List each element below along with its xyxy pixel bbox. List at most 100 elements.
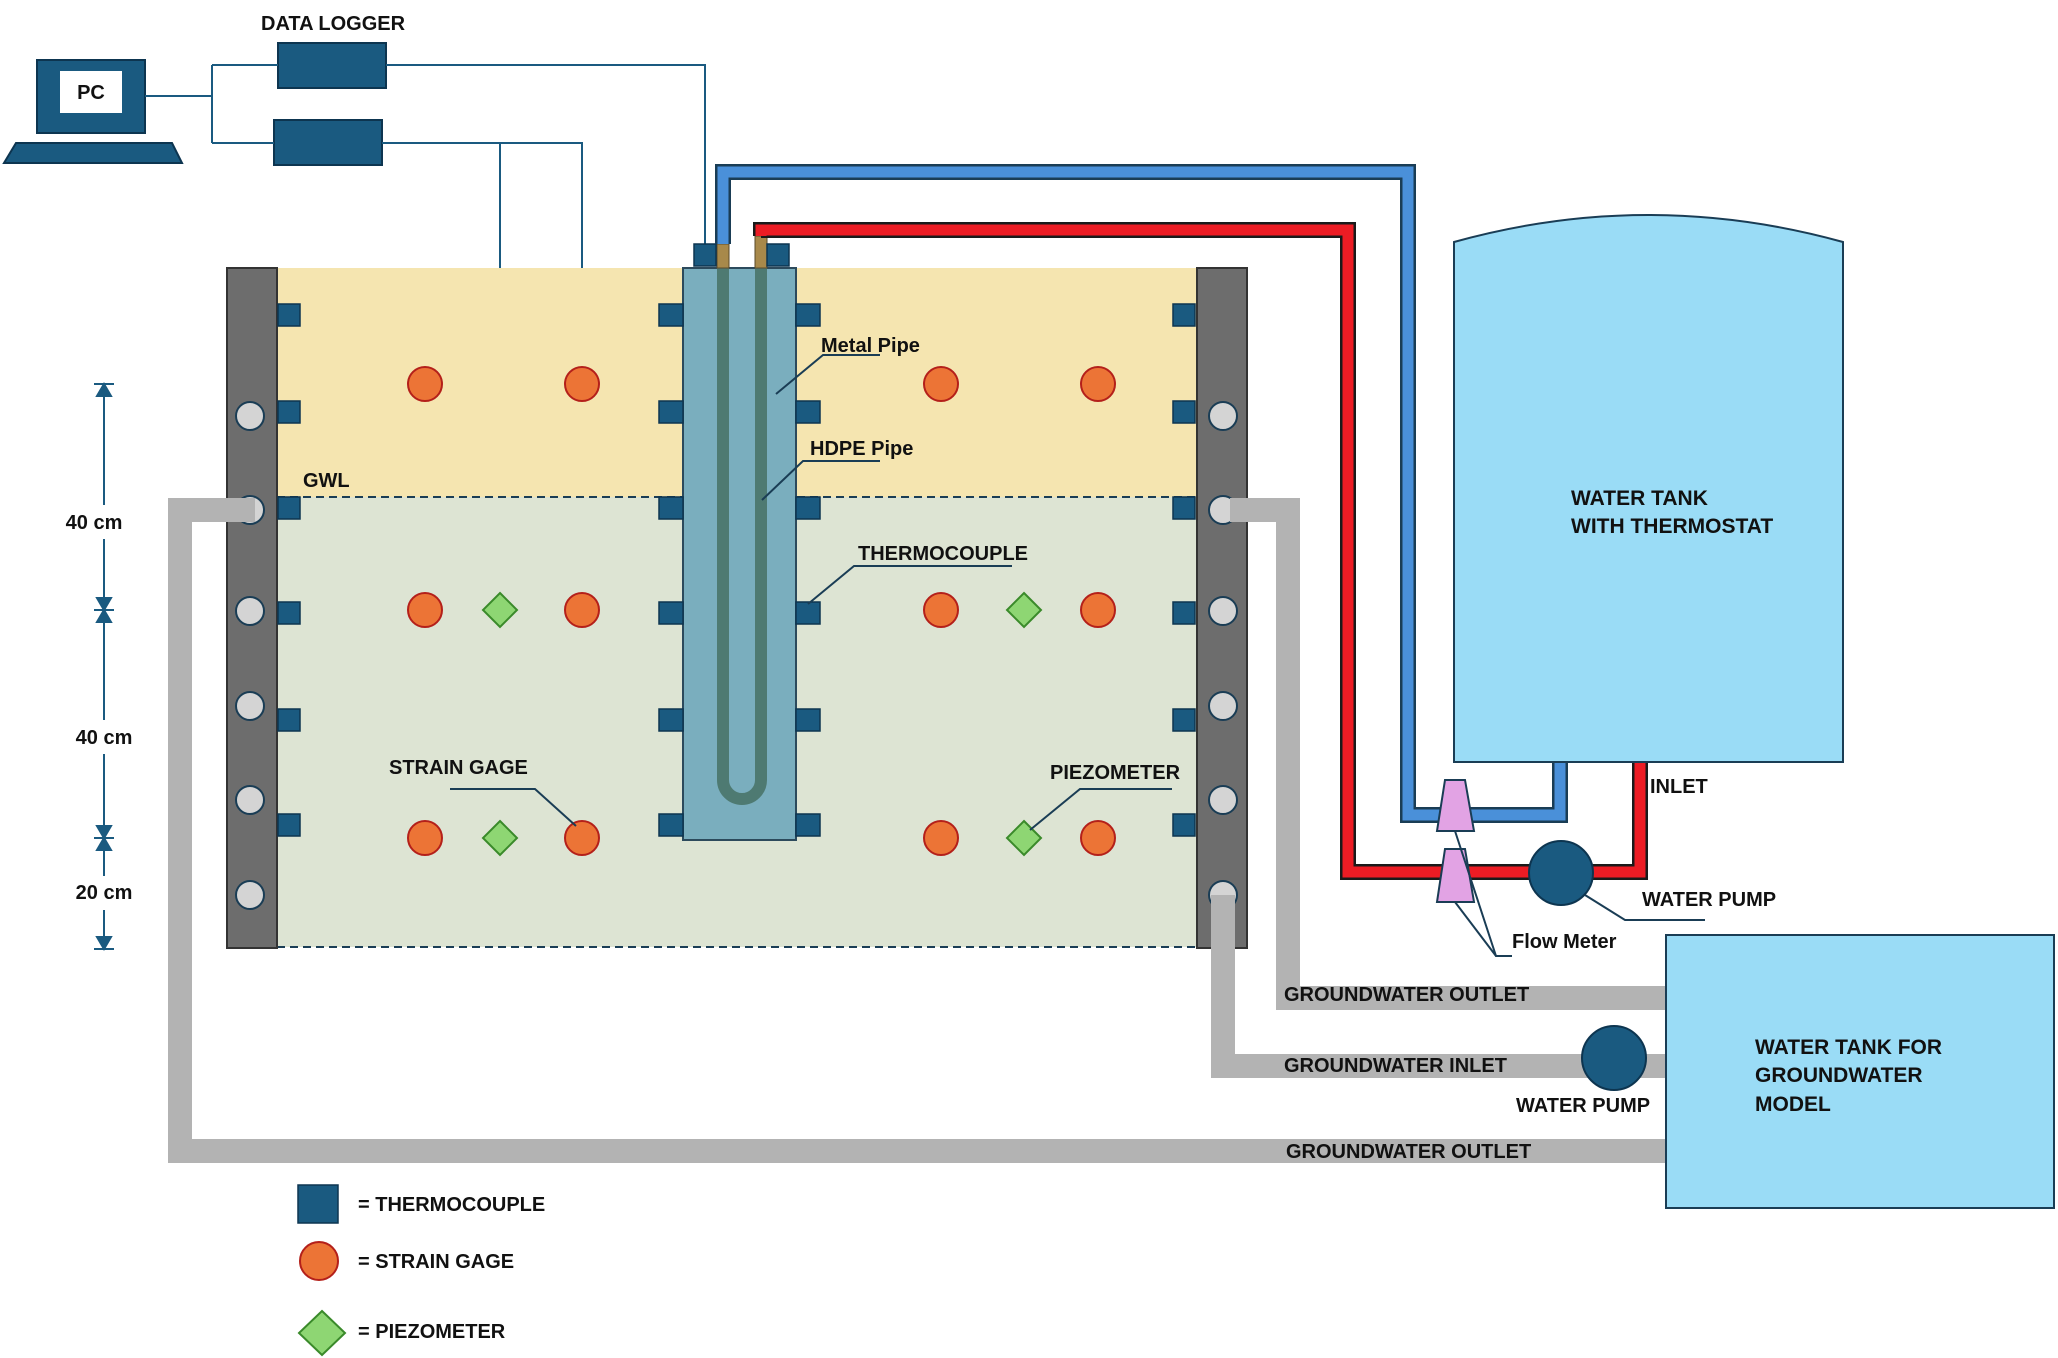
data-logger-label: DATA LOGGER bbox=[261, 13, 406, 35]
wall-thermocouples bbox=[277, 303, 1196, 837]
groundwater-outlet-upper-pipe bbox=[1230, 498, 1666, 1010]
strain-gage-12 bbox=[1080, 820, 1116, 856]
water-tank-thermostat bbox=[1453, 214, 1844, 763]
port-left-3 bbox=[235, 596, 265, 626]
metal-pipe-leader bbox=[775, 354, 880, 395]
strain-gage-leader bbox=[450, 788, 577, 827]
water-pump-upper-label: WATER PUMP bbox=[1642, 889, 1776, 911]
strain-gage-6 bbox=[564, 592, 600, 628]
port-left-4 bbox=[235, 691, 265, 721]
legend-piezometer-icon bbox=[297, 1309, 347, 1357]
water-pump-lower bbox=[1581, 1025, 1647, 1091]
thermocouple-pile-right-4 bbox=[795, 601, 821, 625]
groundwater-pipes bbox=[168, 498, 1666, 1163]
thermocouple-pile-left-6 bbox=[658, 813, 684, 837]
piezometer-3 bbox=[481, 819, 519, 857]
piezometers bbox=[481, 591, 1043, 857]
thermocouple-right-5 bbox=[1172, 708, 1196, 732]
strain-gage-1 bbox=[407, 366, 443, 402]
pc-computer: PC bbox=[2, 59, 184, 164]
metal-pipe-label: Metal Pipe bbox=[821, 335, 920, 357]
pipe-outlet-thermocouple bbox=[766, 243, 790, 267]
port-right-1 bbox=[1208, 401, 1238, 431]
piezometer-2 bbox=[1005, 591, 1043, 629]
strain-gage-5 bbox=[407, 592, 443, 628]
water-tank-groundwater-label-1: WATER TANK FOR bbox=[1755, 1036, 1942, 1059]
hdpe-pipe-top-left bbox=[716, 243, 730, 269]
hdpe-pipe-leader bbox=[761, 460, 880, 501]
strain-gage-3 bbox=[923, 366, 959, 402]
water-tank-groundwater-label-2: GROUNDWATER bbox=[1755, 1064, 1923, 1087]
thermocouple-pile-right-6 bbox=[795, 813, 821, 837]
piezometer-4 bbox=[1005, 819, 1043, 857]
hdpe-pipe-u-loop bbox=[717, 248, 767, 805]
strain-gage-8 bbox=[1080, 592, 1116, 628]
groundwater-outlet-lower-label: GROUNDWATER OUTLET bbox=[1286, 1141, 1531, 1163]
strain-gage-9 bbox=[407, 820, 443, 856]
pc-screen bbox=[60, 71, 122, 113]
thermocouple-right-2 bbox=[1172, 400, 1196, 424]
data-logger-lower bbox=[273, 119, 383, 166]
hot-water-pipe bbox=[753, 222, 1648, 880]
thermocouple-left-1 bbox=[277, 303, 301, 327]
pc-keyboard bbox=[2, 142, 184, 164]
legend-thermocouple-label: = THERMOCOUPLE bbox=[358, 1194, 545, 1216]
thermocouple-pile-right-5 bbox=[795, 708, 821, 732]
strain-gage-2 bbox=[564, 366, 600, 402]
thermocouple-left-5 bbox=[277, 708, 301, 732]
port-left-5 bbox=[235, 785, 265, 815]
metal-pipe bbox=[682, 267, 797, 841]
groundwater-outlet-lower-pipe bbox=[168, 498, 1666, 1163]
water-pump-upper-leader bbox=[1584, 894, 1705, 921]
inlet-label: INLET bbox=[1650, 776, 1708, 798]
water-tank-thermostat-label-1: WATER TANK bbox=[1571, 487, 1708, 510]
legend: = THERMOCOUPLE = STRAIN GAGE = PIEZOMETE… bbox=[297, 1184, 545, 1357]
water-tank-groundwater-label-3: MODEL bbox=[1755, 1093, 1831, 1116]
legend-strain-gage-icon bbox=[299, 1241, 339, 1281]
cold-water-pipe bbox=[715, 164, 1568, 823]
thermocouple-right-4 bbox=[1172, 601, 1196, 625]
strain-gage-4 bbox=[1080, 366, 1116, 402]
thermocouple-right-1 bbox=[1172, 303, 1196, 327]
piezometer-callout-label: PIEZOMETER bbox=[1050, 762, 1181, 784]
legend-piezometer-label: = PIEZOMETER bbox=[358, 1321, 506, 1343]
thermocouple-right-6 bbox=[1172, 813, 1196, 837]
water-tank-thermostat-label-2: WITH THERMOSTAT bbox=[1571, 515, 1773, 538]
port-right-3 bbox=[1208, 596, 1238, 626]
dimension-bottom-label: 20 cm bbox=[76, 882, 133, 904]
pc-label: PC bbox=[77, 82, 105, 104]
flow-meter-label: Flow Meter bbox=[1512, 931, 1617, 953]
thermocouple-pile-left-5 bbox=[658, 708, 684, 732]
gwl-label: GWL bbox=[303, 470, 350, 492]
piezometer-leader bbox=[1029, 788, 1172, 831]
thermocouple-pile-left-2 bbox=[658, 400, 684, 424]
dimension-middle-label: 40 cm bbox=[76, 727, 133, 749]
flow-meter-upper bbox=[1435, 779, 1476, 832]
legend-strain-gage-label: = STRAIN GAGE bbox=[358, 1251, 514, 1273]
thermocouple-left-3 bbox=[277, 496, 301, 520]
groundwater-inlet-pipe bbox=[1211, 895, 1666, 1078]
thermocouple-pile-left-3 bbox=[658, 496, 684, 520]
water-pump-upper bbox=[1528, 840, 1594, 906]
groundwater-inlet-label: GROUNDWATER INLET bbox=[1284, 1055, 1507, 1077]
port-left-1 bbox=[235, 401, 265, 431]
strain-gage-7 bbox=[923, 592, 959, 628]
callout-lines bbox=[450, 354, 1172, 831]
port-left-6 bbox=[235, 880, 265, 910]
water-pump-lower-label: WATER PUMP bbox=[1516, 1095, 1650, 1117]
strain-gage-10 bbox=[564, 820, 600, 856]
flow-meters bbox=[1435, 779, 1476, 903]
thermocouple-callout-label: THERMOCOUPLE bbox=[858, 543, 1028, 565]
thermocouple-pile-left-4 bbox=[658, 601, 684, 625]
strain-gage-callout-label: STRAIN GAGE bbox=[389, 757, 528, 779]
pipe-inlet-thermocouple bbox=[693, 243, 717, 267]
hdpe-pipe-label: HDPE Pipe bbox=[810, 438, 913, 460]
strain-gages bbox=[407, 366, 1116, 856]
thermocouple-leader bbox=[807, 565, 1012, 605]
thermocouple-pile-left-1 bbox=[658, 303, 684, 327]
data-logger-upper bbox=[277, 42, 387, 89]
thermocouple-left-2 bbox=[277, 400, 301, 424]
thermocouple-pile-right-1 bbox=[795, 303, 821, 327]
thermocouple-left-4 bbox=[277, 601, 301, 625]
